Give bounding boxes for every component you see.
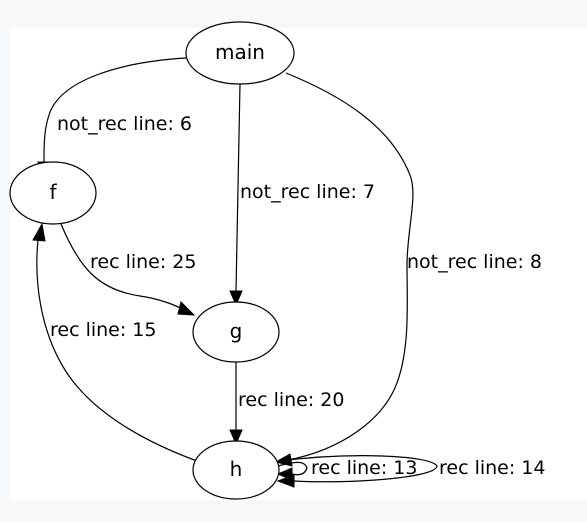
edge-f-g-arrow (177, 301, 196, 316)
edge-main-g-arrow (229, 290, 243, 307)
node-f-shape (9, 161, 97, 225)
node-f: f (9, 161, 97, 225)
edge-label-h-h-13: rec line: 13 (311, 457, 417, 479)
edge-h-h-13: rec line: 13 (276, 457, 417, 481)
edge-main-f-line (43, 57, 187, 163)
edge-label-g-h: rec line: 20 (238, 389, 344, 411)
edge-f-g: rec line: 25 (60, 223, 196, 316)
node-h-label: h (230, 457, 243, 481)
edge-h-f-arrow (32, 222, 46, 242)
node-h-shape (192, 440, 280, 500)
edge-f-g-line (60, 223, 183, 310)
edge-label-main-h: not_rec line: 8 (407, 251, 542, 273)
node-h: h (192, 440, 280, 500)
edge-h-h-14-line (279, 455, 438, 483)
edge-h-h-13-line (277, 461, 308, 476)
node-main-label: main (215, 40, 265, 64)
edge-label-f-g: rec line: 25 (90, 251, 196, 273)
edge-label-h-h-14: rec line: 14 (439, 457, 545, 479)
edge-h-h-14: rec line: 14 (276, 455, 545, 488)
edge-label-h-f: rec line: 15 (50, 319, 156, 341)
node-g-shape (192, 301, 280, 363)
edge-main-g-line (235, 83, 241, 292)
edge-g-h: rec line: 20 (229, 362, 344, 446)
edge-g-h-arrow (229, 429, 243, 446)
edge-h-f: rec line: 15 (32, 222, 198, 462)
edge-h-f-line (36, 239, 198, 462)
node-g: g (192, 301, 280, 363)
node-main-shape (185, 21, 295, 85)
node-g-label: g (230, 319, 243, 343)
edge-main-g: not_rec line: 7 (229, 83, 375, 307)
node-f-label: f (49, 180, 57, 204)
node-main: main (185, 21, 295, 85)
edge-h-h-14-arrow (276, 474, 295, 488)
edge-main-h-line (285, 72, 414, 461)
edge-label-main-f: not_rec line: 6 (57, 113, 192, 135)
edge-main-f: not_rec line: 6 (37, 57, 192, 177)
diagram-canvas: not_rec line: 6 not_rec line: 7 not_rec … (9, 21, 587, 500)
edge-label-main-g: not_rec line: 7 (240, 181, 375, 203)
